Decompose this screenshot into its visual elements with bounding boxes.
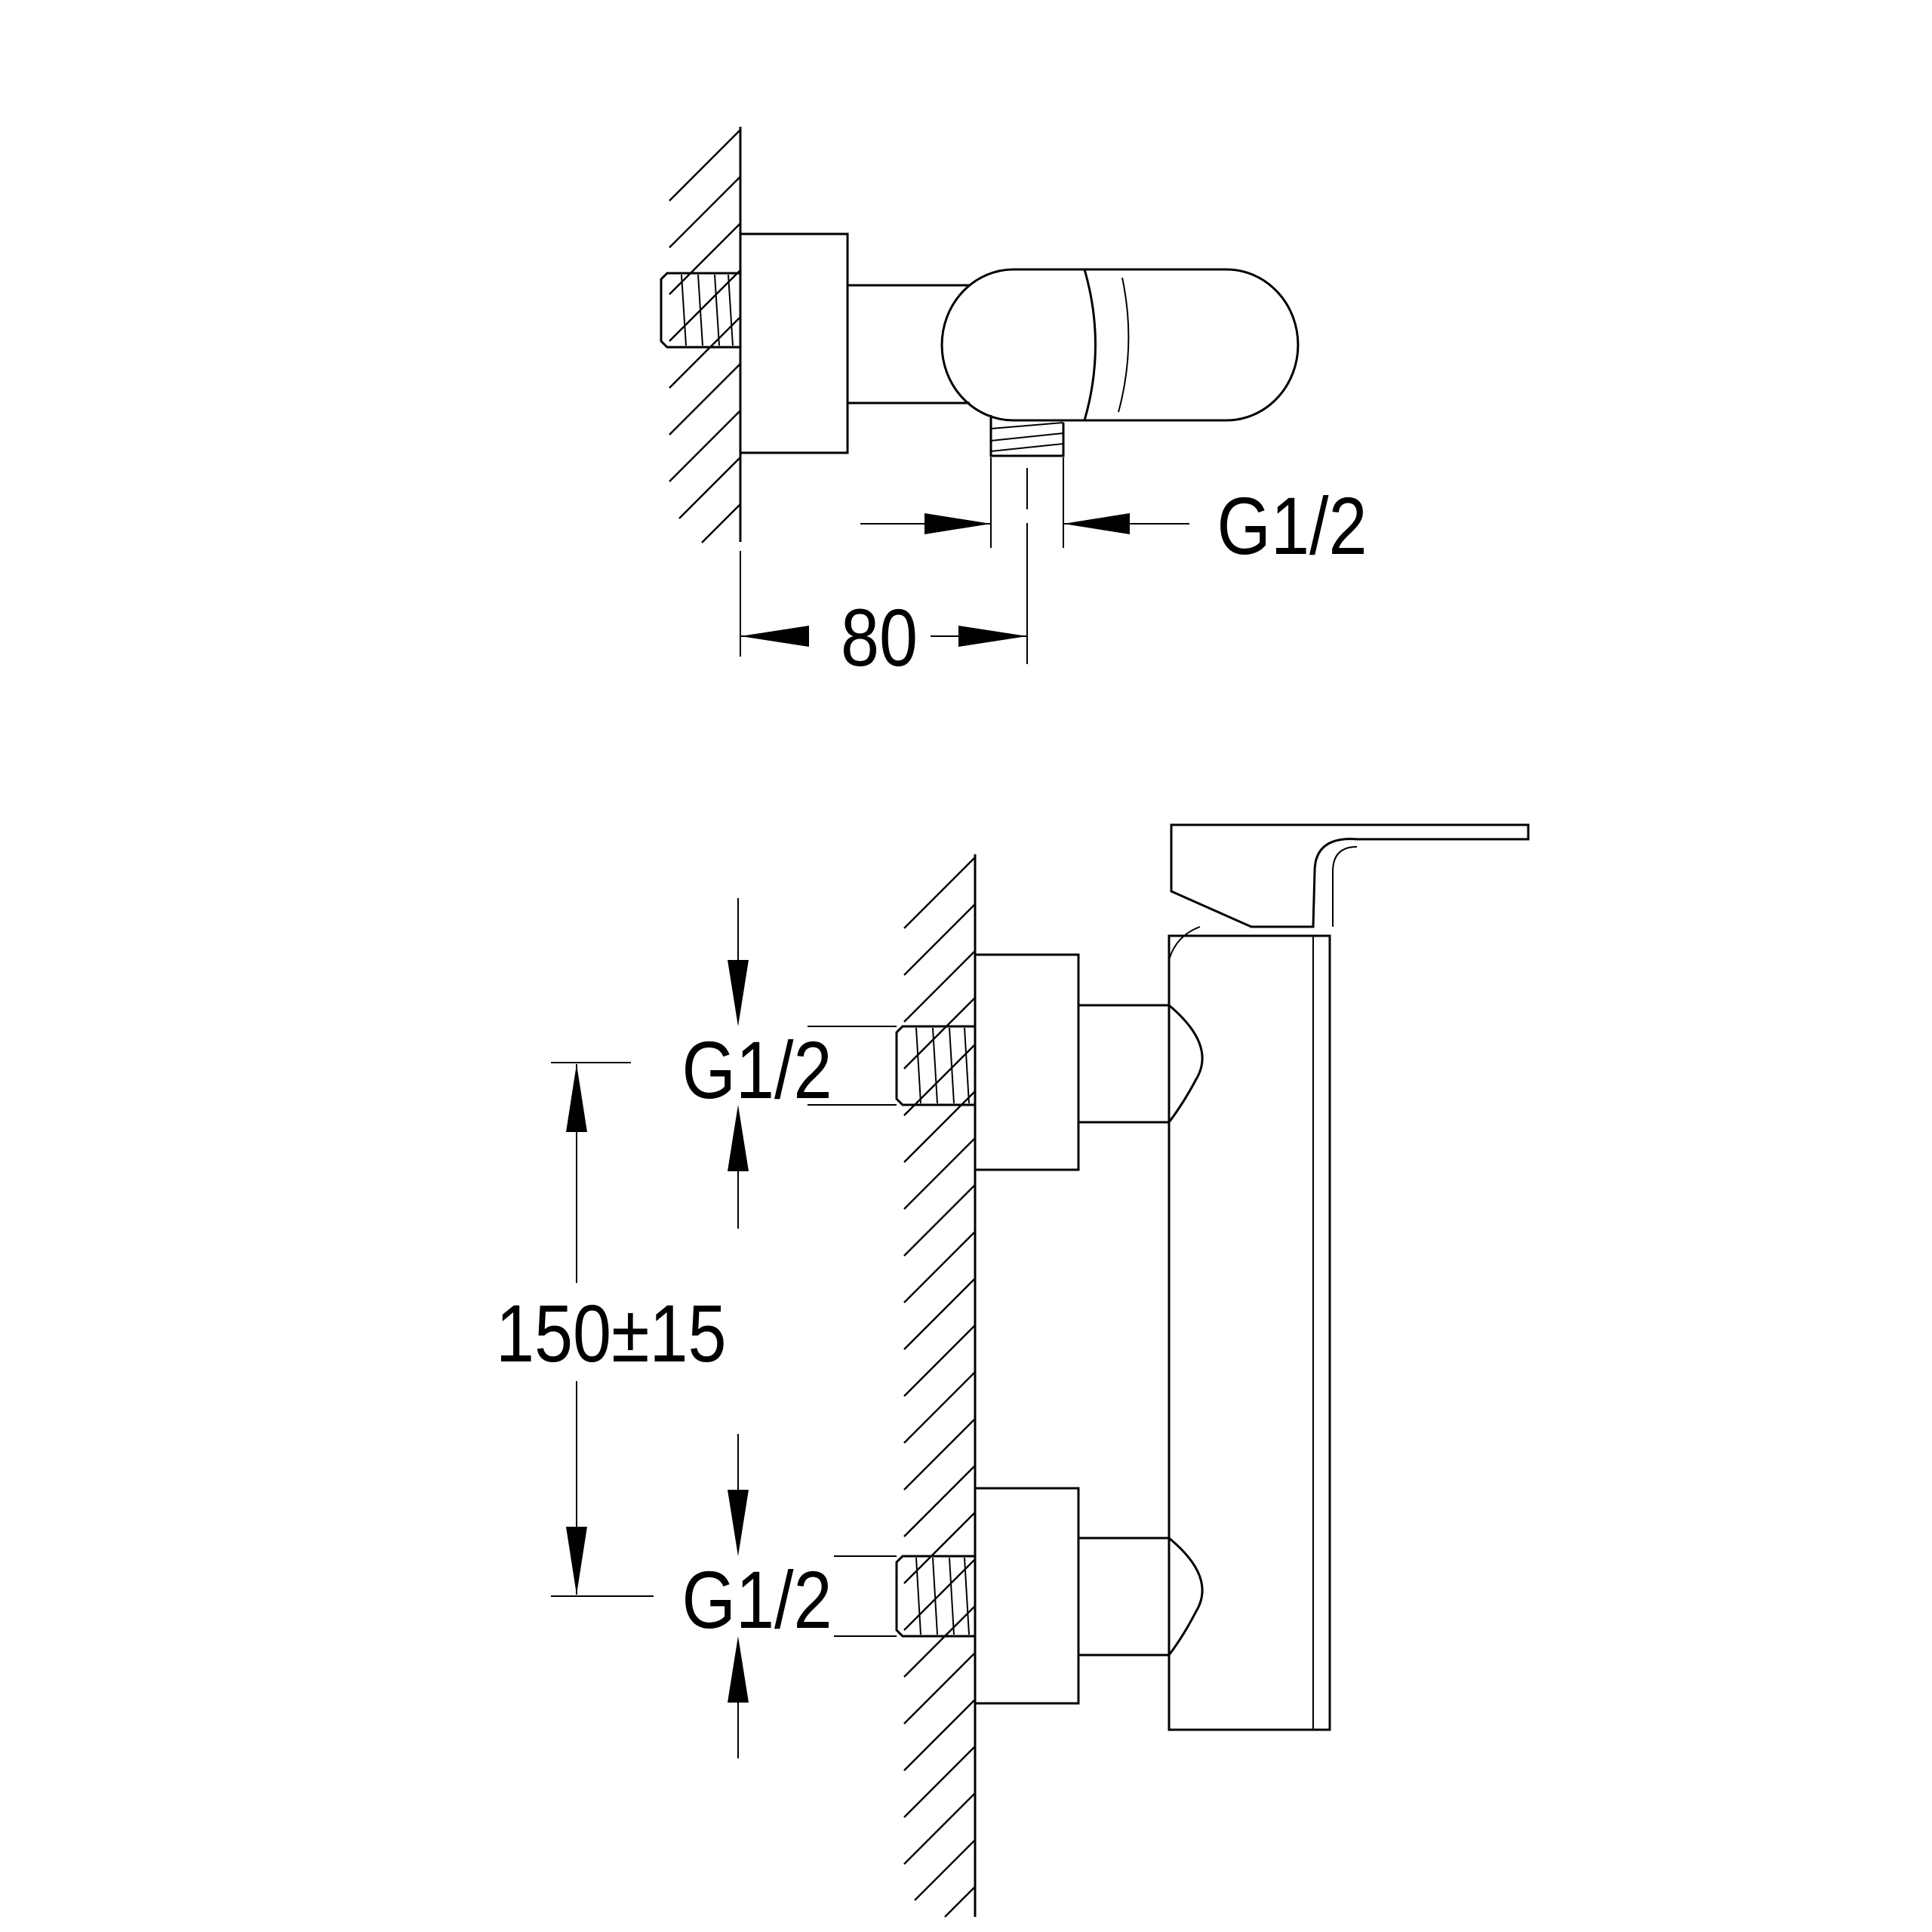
front-upper-inlet-thread [895,1025,975,1106]
top-escutcheon [739,232,849,454]
front-lever-handle [1170,823,1530,928]
front-upper-escutcheon [974,953,1080,1171]
top-mixer-body [940,268,1300,422]
front-lever-inner-edge [1332,846,1358,927]
front-upper-inlet-label: G1/2 [682,1025,832,1116]
front-lower-elbow [1078,1537,1204,1657]
top-connector-pipe [848,284,970,405]
top-outlet-dimension [860,457,1189,548]
top-projection-dimension [740,551,1028,664]
top-outlet-thread-label: G1/2 [1217,481,1367,572]
top-wall-hatching [669,129,741,543]
front-lower-inlet-label: G1/2 [682,1555,832,1646]
front-spacing-dimension [551,1062,654,1597]
top-inlet-thread [660,272,740,349]
front-lower-inlet-thread [895,1555,975,1638]
top-lever-joint [1083,269,1097,421]
front-view: G1/2 G1/2 150±15 [496,823,1530,1918]
top-view: G1/2 80 [660,127,1367,684]
front-lower-inlet-dimension [728,1434,897,1758]
top-projection-label: 80 [841,592,918,684]
front-wall-hatching [903,857,976,1918]
front-lower-escutcheon [974,1487,1080,1705]
top-lever-joint-inner [1118,277,1130,413]
top-outlet-thread [989,415,1065,457]
front-upper-elbow [1078,1004,1204,1124]
front-upper-inlet-dimension [728,898,897,1229]
front-mixer-body [1168,926,1331,1731]
front-spacing-label: 150±15 [496,1288,727,1380]
